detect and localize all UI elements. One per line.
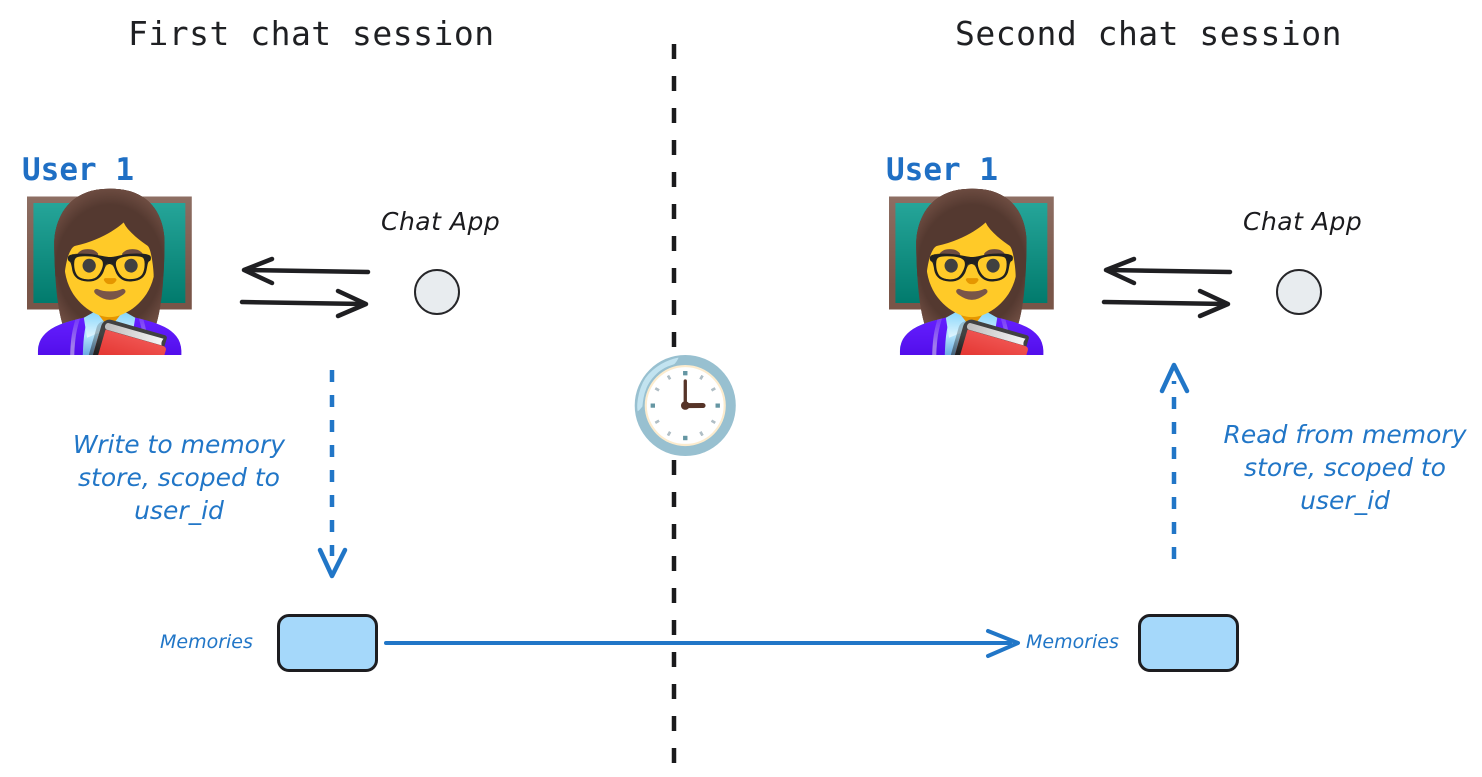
write-to-memory-arrow xyxy=(316,368,350,580)
memory-persistence-arrow xyxy=(384,628,1022,660)
first-session-title: First chat session xyxy=(128,14,495,53)
second-session-exchange-arrows xyxy=(1100,256,1235,319)
second-session-avatar: 👩‍🏫 xyxy=(878,186,1065,360)
write-to-memory-note: Write to memory store, scoped to user_id xyxy=(72,430,286,525)
second-session-memories-label: Memories xyxy=(1026,631,1119,653)
first-session-avatar: 👩‍🏫 xyxy=(16,186,203,360)
first-session-memories-label: Memories xyxy=(160,631,253,653)
read-from-memory-note: Read from memory store, scoped to user_i… xyxy=(1223,420,1467,515)
first-session-user-label: User 1 xyxy=(22,152,134,188)
first-session-memory-store-box xyxy=(277,614,378,672)
second-session-user-label: User 1 xyxy=(886,152,998,188)
second-session-title: Second chat session xyxy=(955,14,1342,53)
first-session-chat-app-label: Chat App xyxy=(381,207,501,236)
second-session-memory-store-box xyxy=(1138,614,1239,672)
second-session-chat-app-label: Chat App xyxy=(1243,207,1363,236)
clock-emoji: 🕒 xyxy=(628,352,743,459)
read-from-memory-arrow xyxy=(1158,362,1192,563)
vertical-dashed-divider xyxy=(665,40,683,770)
first-session-chat-app-circle-icon xyxy=(414,269,460,315)
second-session-chat-app-circle-icon xyxy=(1276,269,1322,315)
first-session-exchange-arrows xyxy=(238,256,373,319)
